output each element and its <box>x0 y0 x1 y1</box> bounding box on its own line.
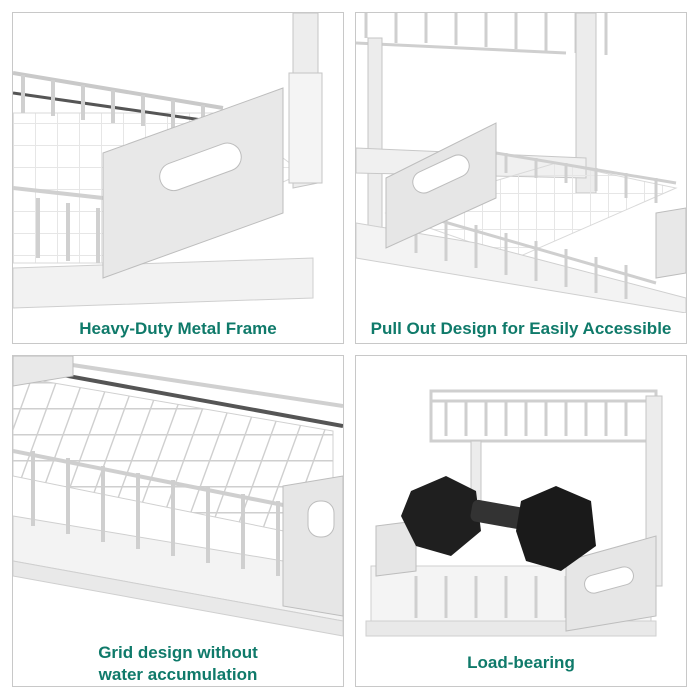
panel-grid-design: Grid design without water accumulation <box>12 355 344 687</box>
rack-closeup-illustration <box>13 13 323 309</box>
caption-line-2: water accumulation <box>98 665 258 684</box>
caption-line-1: Grid design without <box>98 643 258 662</box>
dumbbell-rack-illustration <box>365 389 663 637</box>
caption: Heavy-Duty Metal Frame <box>79 319 277 338</box>
grid-tray-illustration <box>13 356 343 637</box>
caption: Load-bearing <box>467 653 575 672</box>
panel-pull-out-design: Pull Out Design for Easily Accessible <box>355 12 687 344</box>
panel-heavy-duty-frame: Heavy-Duty Metal Frame <box>12 12 344 344</box>
pull-out-rack-illustration <box>356 13 686 313</box>
caption: Pull Out Design for Easily Accessible <box>370 319 672 338</box>
panel-load-bearing: Load-bearing <box>355 355 687 687</box>
dumbbell-icon <box>401 476 596 571</box>
